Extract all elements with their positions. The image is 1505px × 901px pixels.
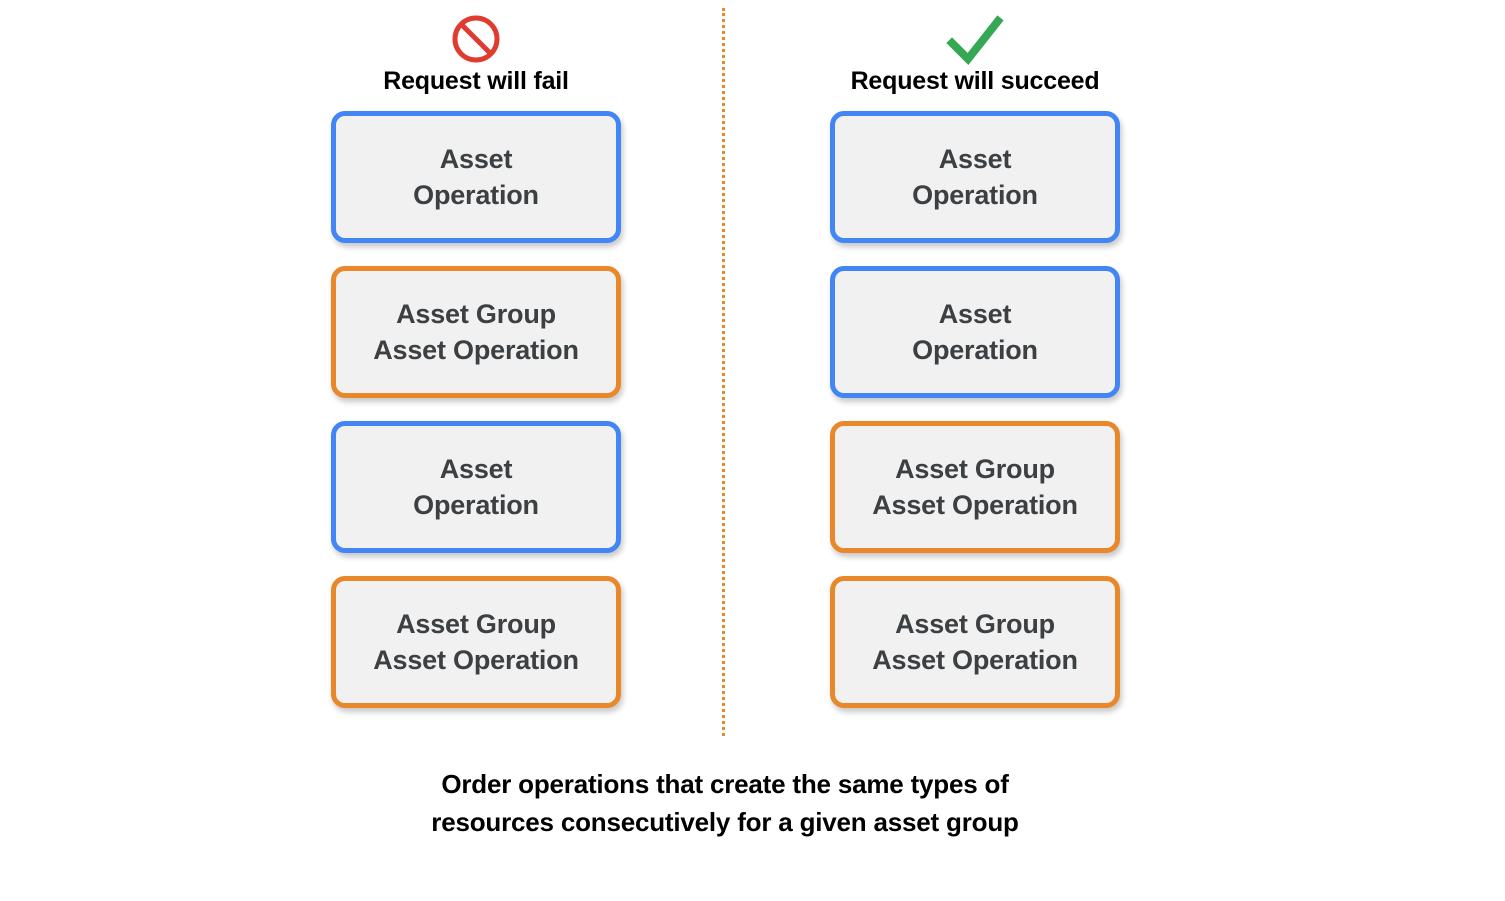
operation-box[interactable]: Asset Group Asset Operation [830, 576, 1120, 708]
diagram-caption: Order operations that create the same ty… [431, 769, 1019, 837]
column-title-succeed: Request will succeed [850, 67, 1100, 95]
check-icon [770, 10, 1180, 68]
column-title-fail: Request will fail [383, 67, 569, 95]
operation-box-label: Asset Operation [912, 143, 1038, 210]
operation-box[interactable]: Asset Operation [830, 266, 1120, 398]
operation-box[interactable]: Asset Group Asset Operation [830, 421, 1120, 553]
operation-box-label: Asset Operation [413, 143, 539, 210]
column-divider [722, 8, 725, 736]
column-header-fail: Request will fail [271, 10, 681, 96]
operation-box[interactable]: Asset Group Asset Operation [331, 266, 621, 398]
operation-box[interactable]: Asset Operation [331, 421, 621, 553]
operation-list-succeed: Asset Operation Asset Operation Asset Gr… [830, 111, 1120, 708]
operation-box-label: Asset Operation [912, 298, 1038, 365]
operation-box-label: Asset Operation [413, 453, 539, 520]
operation-box-label: Asset Group Asset Operation [373, 298, 579, 365]
prohibition-icon [271, 10, 681, 68]
operation-box-label: Asset Group Asset Operation [872, 453, 1078, 520]
operation-box-label: Asset Group Asset Operation [373, 608, 579, 675]
column-header-succeed: Request will succeed [770, 10, 1180, 96]
operation-box[interactable]: Asset Operation [830, 111, 1120, 243]
operation-list-fail: Asset Operation Asset Group Asset Operat… [331, 111, 621, 708]
operation-box-label: Asset Group Asset Operation [872, 608, 1078, 675]
operation-box[interactable]: Asset Operation [331, 111, 621, 243]
operation-box[interactable]: Asset Group Asset Operation [331, 576, 621, 708]
